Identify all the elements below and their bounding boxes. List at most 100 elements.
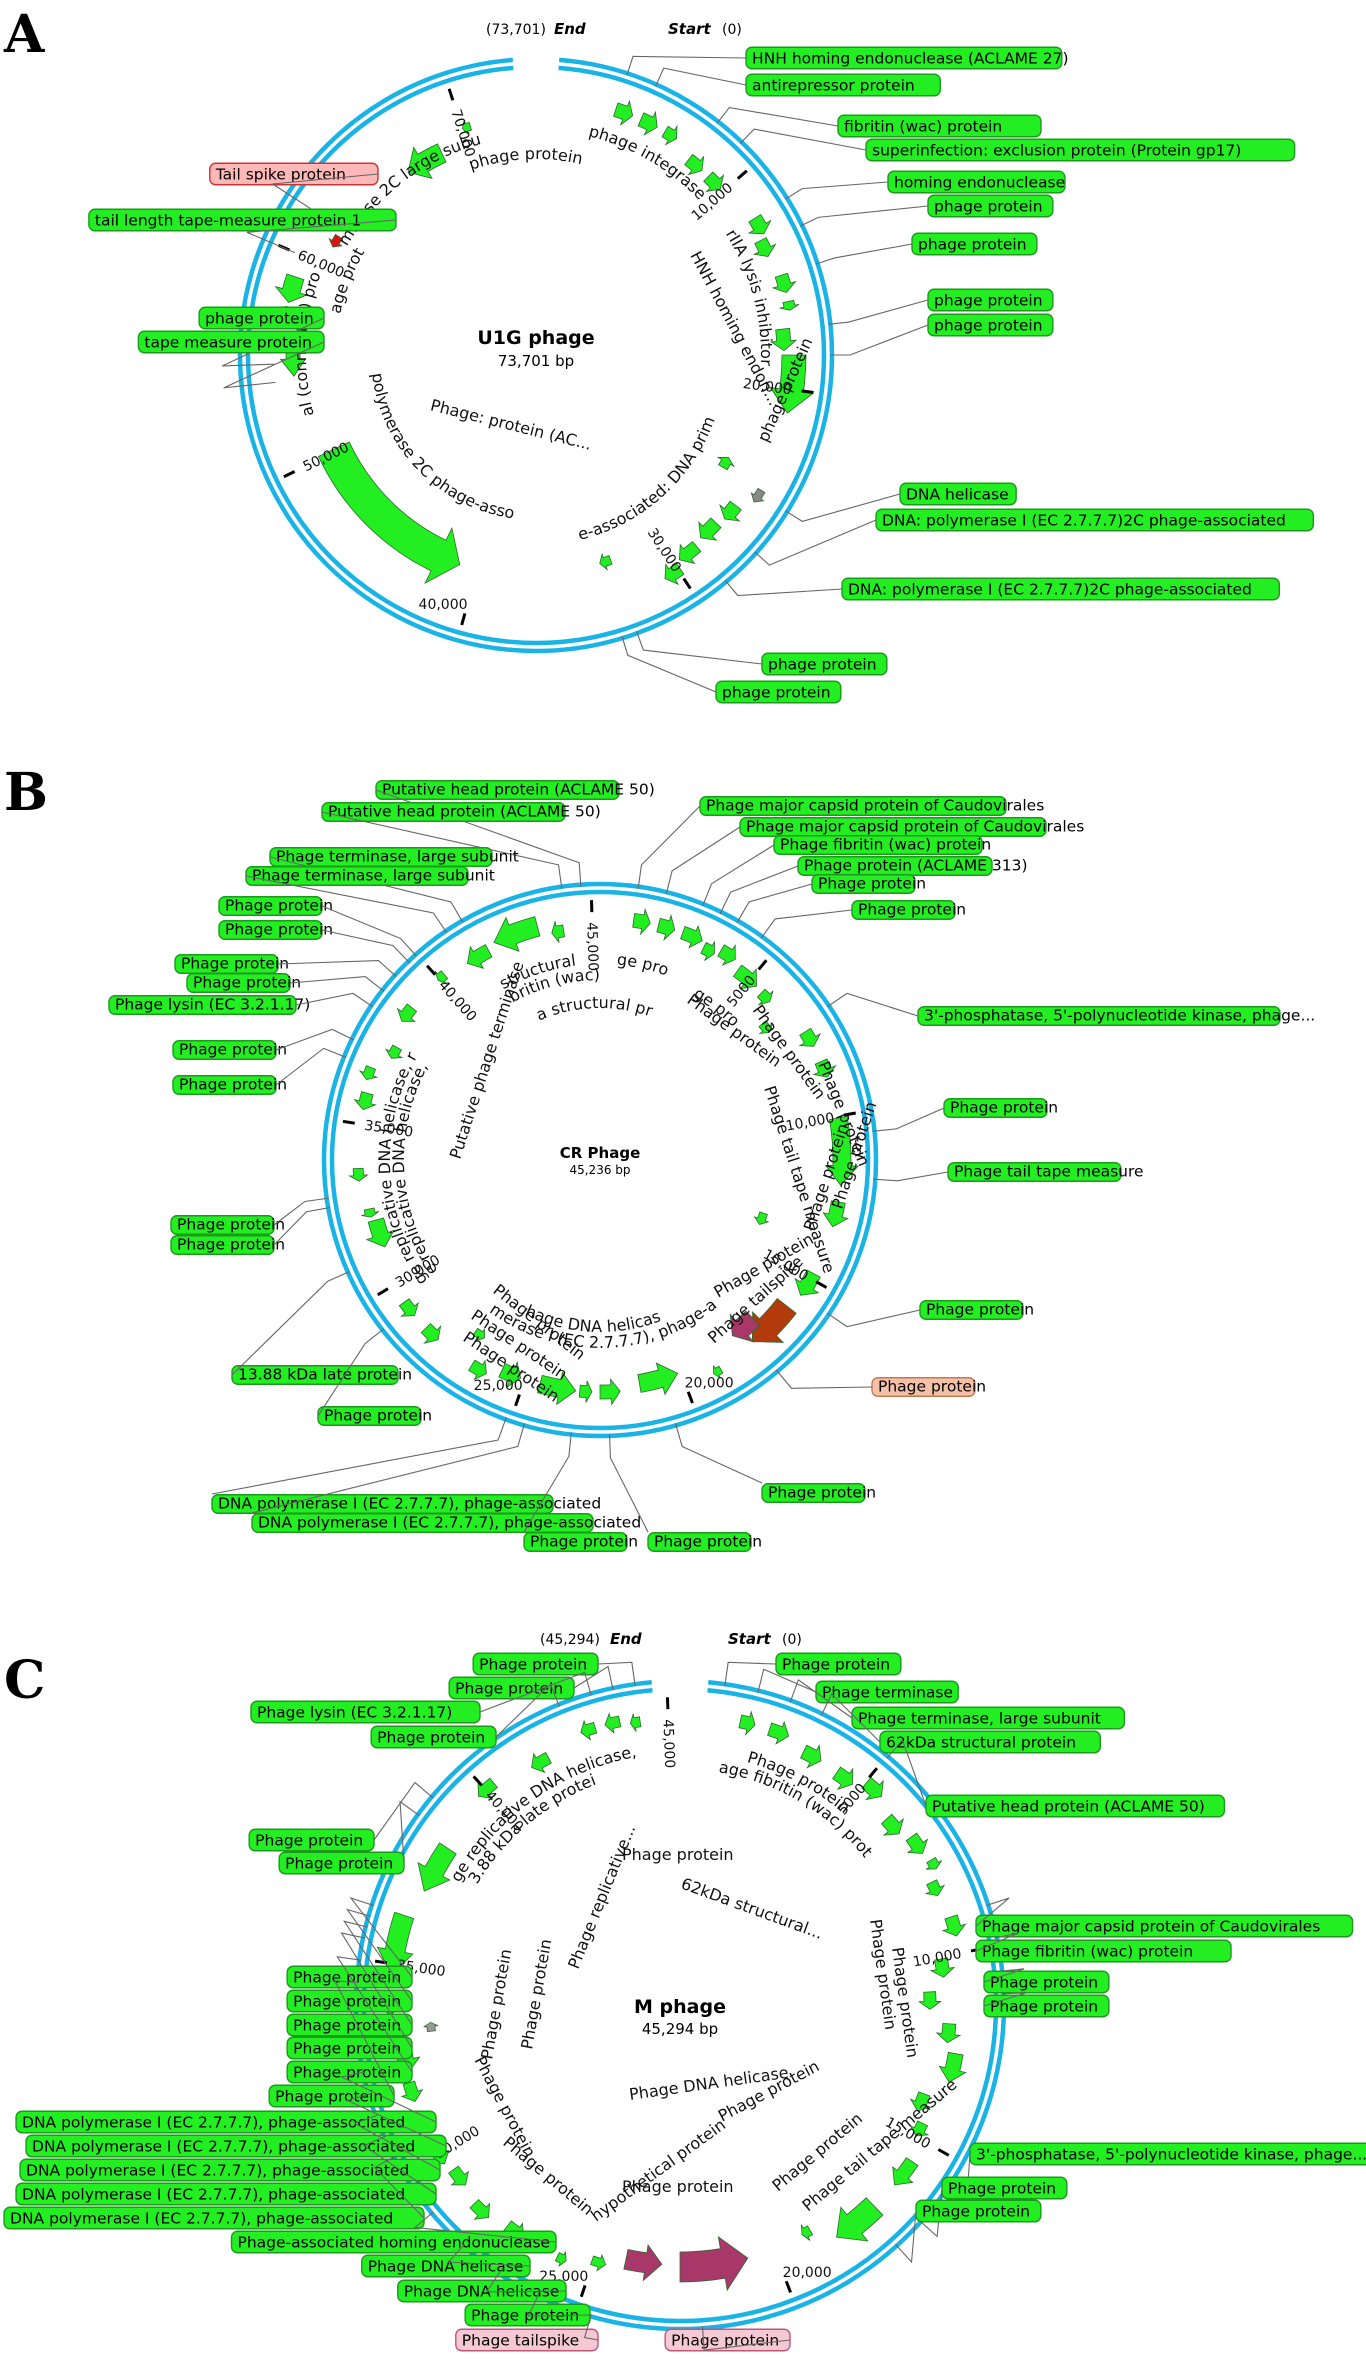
inner-label-c-17: Phage protein bbox=[499, 2133, 597, 2219]
gene-b-34 bbox=[467, 945, 492, 969]
gene-b-29 bbox=[354, 1092, 375, 1110]
outer-label-a-2-text: fibritin (wac) protein bbox=[844, 118, 1002, 136]
outer-label-a-6: phage protein bbox=[912, 233, 1037, 255]
outer-label-a-13: phage protein bbox=[716, 681, 841, 703]
outer-label-a-9-text: DNA helicase bbox=[906, 486, 1009, 504]
gene-b-3 bbox=[701, 941, 715, 960]
outer-label-b-11-text: Phage protein bbox=[225, 921, 333, 939]
genome-size-a: 73,701 bp bbox=[498, 352, 574, 370]
gene-b-0 bbox=[633, 909, 651, 934]
genome-size-b: 45,236 bp bbox=[569, 1163, 630, 1177]
gene-c-20 bbox=[624, 2245, 662, 2281]
leader-line bbox=[725, 580, 842, 595]
outer-label-c-7: 62kDa structural protein bbox=[880, 1731, 1100, 1753]
tick-c-tick-label: 45,000 bbox=[659, 1719, 677, 1769]
inner-label-a-6: DNA: polymerase 2C phage-associated bbox=[0, 0, 516, 522]
outer-label-a-16-text: phage protein bbox=[205, 310, 314, 328]
gene-c-18 bbox=[801, 2225, 812, 2241]
inner-label-c-2: Phage protein bbox=[622, 1845, 734, 1864]
outer-label-a-2: fibritin (wac) protein bbox=[838, 115, 1041, 137]
outer-label-c-20: Phage protein bbox=[269, 2085, 394, 2107]
outer-label-c-6-text: Phage terminase, large subunit bbox=[858, 1710, 1101, 1728]
outer-label-c-2-text: Phage lysin (EC 3.2.1.17) bbox=[257, 1704, 452, 1722]
gene-c-12 bbox=[937, 2023, 960, 2042]
gene-c-6 bbox=[906, 1833, 927, 1853]
outer-label-c-12-text: Phage fibritin (wac) protein bbox=[982, 1943, 1193, 1961]
outer-label-c-14: Phage protein bbox=[984, 1995, 1109, 2017]
gene-c-30 bbox=[424, 2022, 438, 2031]
inner-label-a-3: Phage: protein (AC... bbox=[429, 395, 594, 453]
outer-label-b-29: Phage protein bbox=[648, 1533, 762, 1552]
leader-line bbox=[276, 1029, 354, 1050]
outer-label-c-1-text: Phage protein bbox=[455, 1680, 563, 1698]
outer-label-c-9: Phage protein bbox=[249, 1829, 374, 1851]
gene-b-2 bbox=[681, 926, 703, 948]
outer-label-c-23-text: DNA polymerase I (EC 2.7.7.7), phage-ass… bbox=[32, 2138, 415, 2156]
gene-a-7 bbox=[773, 273, 796, 292]
outer-label-b-3: Phage major capsid protein of Caudoviral… bbox=[740, 818, 1084, 837]
end-position-a: (73,701) bbox=[486, 22, 546, 38]
genome-title-b: CR Phage bbox=[560, 1144, 641, 1162]
gene-c-22 bbox=[555, 2252, 566, 2267]
gene-c-25 bbox=[449, 2166, 469, 2185]
outer-label-a-11-text: DNA: polymerase I (EC 2.7.7.7)2C phage-a… bbox=[848, 581, 1252, 599]
outer-label-b-5-text: Phage terminase, large subunit bbox=[252, 867, 495, 885]
outer-label-b-20-text: Phage protein bbox=[926, 1301, 1034, 1319]
outer-label-a-15: tail length tape-measure protein 1 bbox=[89, 209, 396, 231]
start-label-c: Start bbox=[728, 1630, 771, 1648]
outer-label-a-1: antirepressor protein bbox=[746, 74, 940, 96]
outer-label-c-3: Phage protein bbox=[371, 1726, 496, 1748]
outer-label-c-33-text: Phage tailspike bbox=[462, 2332, 579, 2350]
gene-b-12 bbox=[755, 1212, 769, 1225]
outer-label-c-21: 3'-phosphatase, 5'-polynucleotide kinase… bbox=[970, 2143, 1366, 2165]
gene-b-36 bbox=[552, 921, 565, 942]
outer-label-c-27-text: Phage protein bbox=[948, 2180, 1056, 2198]
gene-c-21 bbox=[591, 2255, 606, 2270]
outer-label-c-25: DNA polymerase I (EC 2.7.7.7), phage-ass… bbox=[16, 2183, 436, 2205]
outer-label-c-22-text: DNA polymerase I (EC 2.7.7.7), phage-ass… bbox=[22, 2114, 405, 2132]
outer-label-a-16: phage protein bbox=[199, 307, 324, 329]
gene-b-22 bbox=[469, 1360, 487, 1379]
outer-label-c-19: Phage protein bbox=[287, 2061, 412, 2083]
outer-label-b-23-text: 13.88 kDa late protein bbox=[238, 1366, 412, 1384]
outer-label-b-23: 13.88 kDa late protein bbox=[232, 1366, 412, 1385]
outer-label-c-5-text: Phage terminase bbox=[822, 1684, 953, 1702]
leader-line bbox=[322, 906, 417, 956]
outer-label-b-15: 3'-phosphatase, 5'-polynucleotide kinase… bbox=[918, 1007, 1315, 1026]
outer-label-c-21-text: 3'-phosphatase, 5'-polynucleotide kinase… bbox=[976, 2146, 1366, 2164]
gene-a-3 bbox=[685, 154, 704, 174]
outer-label-c-29: Phage-associated homing endonuclease bbox=[232, 2231, 556, 2253]
outer-label-b-5: Phage terminase, large subunit bbox=[246, 867, 495, 886]
leader-line bbox=[656, 68, 746, 86]
outer-label-c-4: Phage protein bbox=[776, 1653, 901, 1675]
leader-line bbox=[827, 993, 918, 1016]
gene-c-16 bbox=[893, 2158, 918, 2185]
tick-c-tick bbox=[938, 2150, 948, 2156]
gene-b-4 bbox=[718, 945, 736, 965]
outer-label-a-17-text: tape measure protein bbox=[144, 334, 312, 352]
genome-title-c: M phage bbox=[634, 1996, 726, 2018]
outer-label-b-21-text: Phage protein bbox=[177, 1216, 285, 1234]
outer-label-a-13-text: phage protein bbox=[722, 684, 831, 702]
tick-b-tick bbox=[688, 1392, 692, 1403]
gene-b-17 bbox=[638, 1363, 678, 1394]
gene-c-1 bbox=[768, 1722, 789, 1744]
tick-c-tick bbox=[869, 1768, 877, 1777]
outer-label-a-1-text: antirepressor protein bbox=[752, 77, 915, 95]
outer-label-b-11: Phage protein bbox=[219, 921, 333, 940]
outer-label-a-9: DNA helicase bbox=[900, 483, 1016, 505]
outer-label-b-29-text: Phage protein bbox=[654, 1533, 762, 1551]
outer-label-a-5-text: phage protein bbox=[934, 198, 1043, 216]
outer-label-c-30: Phage DNA helicase bbox=[362, 2255, 530, 2277]
gene-c-8 bbox=[926, 1880, 944, 1896]
gene-b-30 bbox=[360, 1066, 377, 1080]
tick-b-tick bbox=[378, 1289, 388, 1295]
outer-label-c-13-text: Phage protein bbox=[990, 1974, 1098, 1992]
outer-label-b-2: Phage major capsid protein of Caudoviral… bbox=[700, 797, 1044, 816]
tick-b-tick bbox=[343, 1121, 355, 1123]
gene-b-18 bbox=[600, 1379, 620, 1404]
outer-label-b-18: Phage protein bbox=[944, 1099, 1058, 1118]
outer-label-b-22: Phage protein bbox=[171, 1236, 285, 1255]
tick-a-tick-label: 40,000 bbox=[419, 597, 468, 613]
